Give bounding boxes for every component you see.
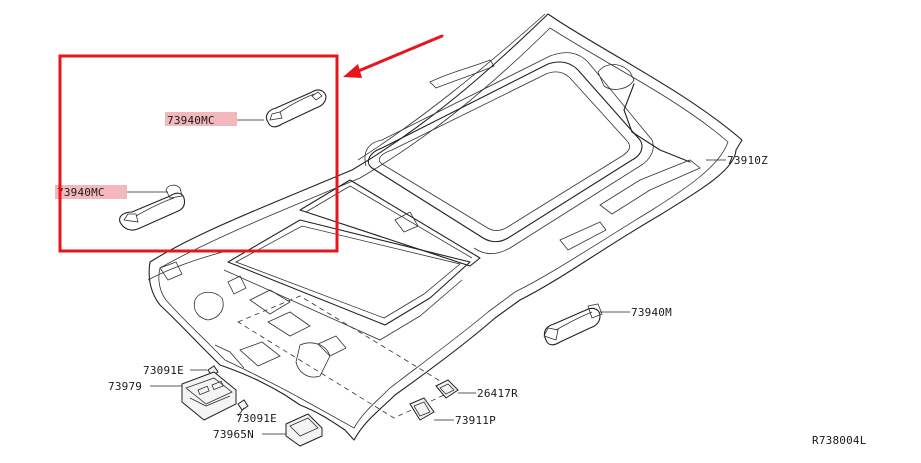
lamp-part [435, 379, 459, 399]
label-switch: 73965N [213, 428, 254, 441]
highlight-box [58, 54, 339, 253]
label-headlining: 73910Z [727, 154, 768, 167]
label-bracket-bottom: 73091E [236, 412, 277, 425]
diagram-code: R738004L [812, 434, 867, 447]
map-lamp-assembly [181, 371, 237, 421]
label-grip-lower: 73940MC [57, 186, 105, 199]
switch-part [285, 413, 323, 447]
assist-grip-upper [265, 89, 327, 128]
assist-grip-rear [543, 303, 603, 346]
bracket-bottom [237, 399, 249, 411]
label-lamp: 26417R [477, 387, 518, 400]
label-highlight-grip-lower [55, 185, 127, 199]
pointer-arrow [343, 34, 444, 78]
label-clip: 73911P [455, 414, 496, 427]
clip-part [409, 397, 435, 421]
label-bracket-top: 73091E [143, 364, 184, 377]
label-grip-upper: 73940MC [167, 114, 215, 127]
label-map-lamp: 73979 [108, 380, 142, 393]
callout-headlining: 73910Z [706, 154, 768, 167]
headlining-panel [147, 13, 743, 441]
label-grip-rear: 73940M [631, 306, 672, 319]
label-highlight-grip-upper [165, 112, 237, 126]
assist-grip-lower [119, 184, 186, 231]
